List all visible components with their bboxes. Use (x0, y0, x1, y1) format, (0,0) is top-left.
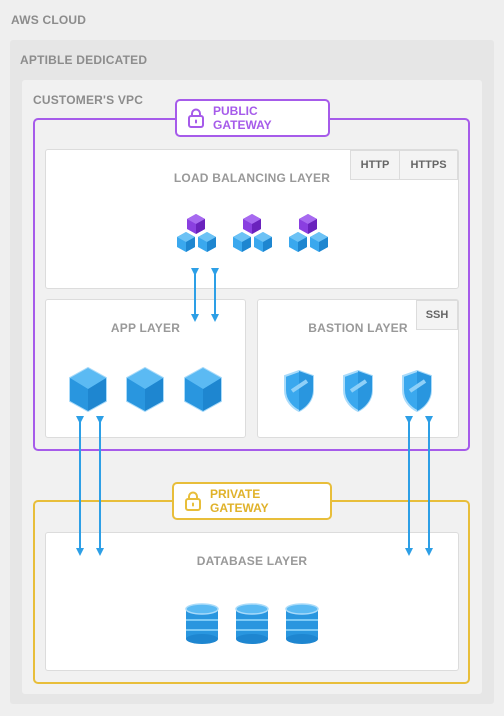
database-layer (45, 532, 459, 671)
aptible-dedicated-label: APTIBLE DEDICATED (20, 53, 148, 67)
app-container-3 (184, 367, 222, 412)
bastion-layer-label: BASTION LAYER (308, 321, 408, 335)
load-balancer-icons (170, 210, 340, 260)
app-container-icons (65, 365, 230, 415)
lock-icon (184, 491, 202, 511)
public-gateway-label: PUBLIC GATEWAY (213, 104, 272, 132)
bastion-shield-2 (342, 369, 374, 413)
app-container-1 (69, 367, 107, 412)
public-gateway-badge: PUBLIC GATEWAY (175, 99, 330, 137)
lock-icon (187, 108, 205, 128)
bastion-shield-3 (401, 369, 433, 413)
lb-cluster-1 (177, 214, 216, 252)
customer-vpc-label: CUSTOMER'S VPC (33, 93, 144, 107)
http-tab[interactable]: HTTP (350, 150, 400, 180)
lb-cluster-3 (289, 214, 328, 252)
app-layer-label: APP LAYER (110, 321, 181, 335)
bastion-shield-1 (283, 369, 315, 413)
load-balancing-label: LOAD BALANCING LAYER (173, 171, 331, 185)
aws-cloud-label: AWS CLOUD (11, 13, 87, 27)
private-gateway-badge: PRIVATE GATEWAY (172, 482, 332, 520)
database-2 (235, 603, 269, 645)
database-1 (185, 603, 219, 645)
lb-cluster-2 (233, 214, 272, 252)
ssh-tab[interactable]: SSH (416, 300, 458, 330)
bastion-shield-icons (280, 366, 440, 416)
database-layer-label: DATABASE LAYER (196, 554, 308, 568)
https-tab[interactable]: HTTPS (399, 150, 458, 180)
app-container-2 (126, 367, 164, 412)
database-3 (285, 603, 319, 645)
database-icons (180, 600, 330, 645)
private-gateway-label: PRIVATE GATEWAY (210, 487, 269, 515)
